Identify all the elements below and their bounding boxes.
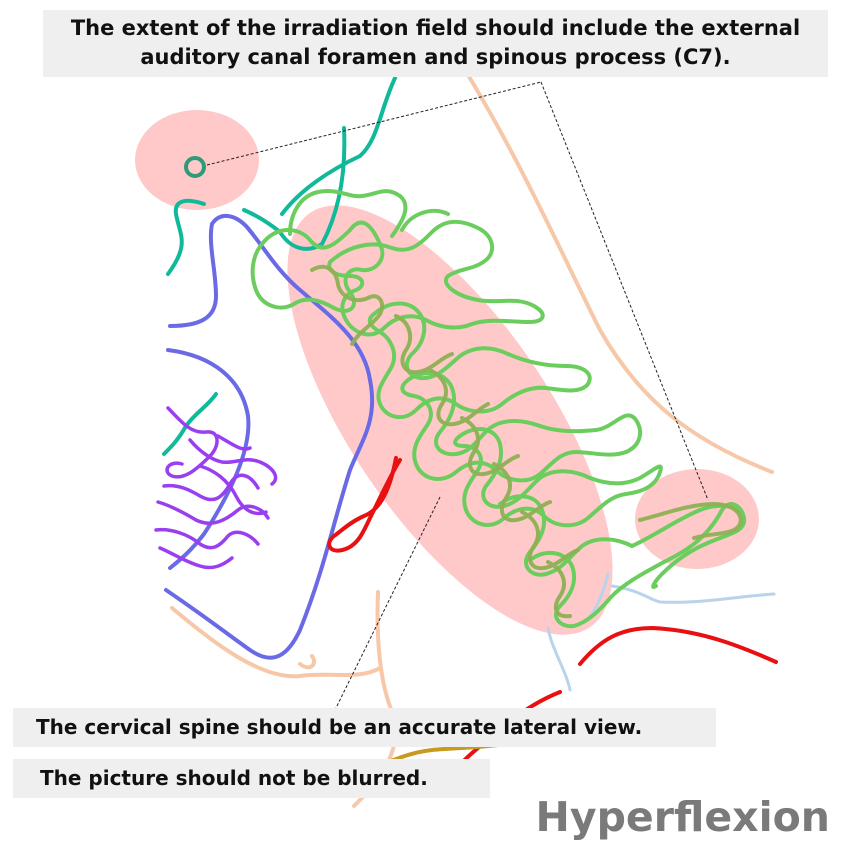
lateral-view-caption: The cervical spine should be an accurate… — [13, 708, 716, 747]
vertebra-c7 — [528, 502, 747, 629]
teeth-hyoid — [154, 406, 278, 570]
irradiation-field-caption: The extent of the irradiation field shou… — [43, 10, 828, 77]
vertebra-c2 — [327, 219, 545, 337]
not-blurred-caption: The picture should not be blurred. — [13, 759, 490, 798]
view-label: Hyperflexion — [535, 793, 830, 841]
soft-tissue-lines — [546, 572, 776, 692]
vertebra-c1-arch — [288, 189, 408, 238]
guide-lines — [206, 81, 709, 713]
guide-ear-to-caption — [206, 81, 542, 166]
vertebra-c4 — [400, 371, 643, 483]
guide-spine-to-caption — [333, 496, 441, 713]
vertebra-c2-dens — [400, 208, 450, 232]
guide-caption-to-c7 — [540, 81, 709, 501]
external-auditory-canal-marker — [184, 156, 206, 178]
c7-spinous-process-highlight — [635, 469, 759, 569]
irradiation-field-caption-line1: The extent of the irradiation field shou… — [70, 16, 801, 40]
vertebra-c5 — [453, 427, 663, 528]
irradiation-field-caption-line2: auditory canal foramen and spinous proce… — [140, 45, 731, 69]
vertebrae-overlap — [310, 264, 743, 619]
